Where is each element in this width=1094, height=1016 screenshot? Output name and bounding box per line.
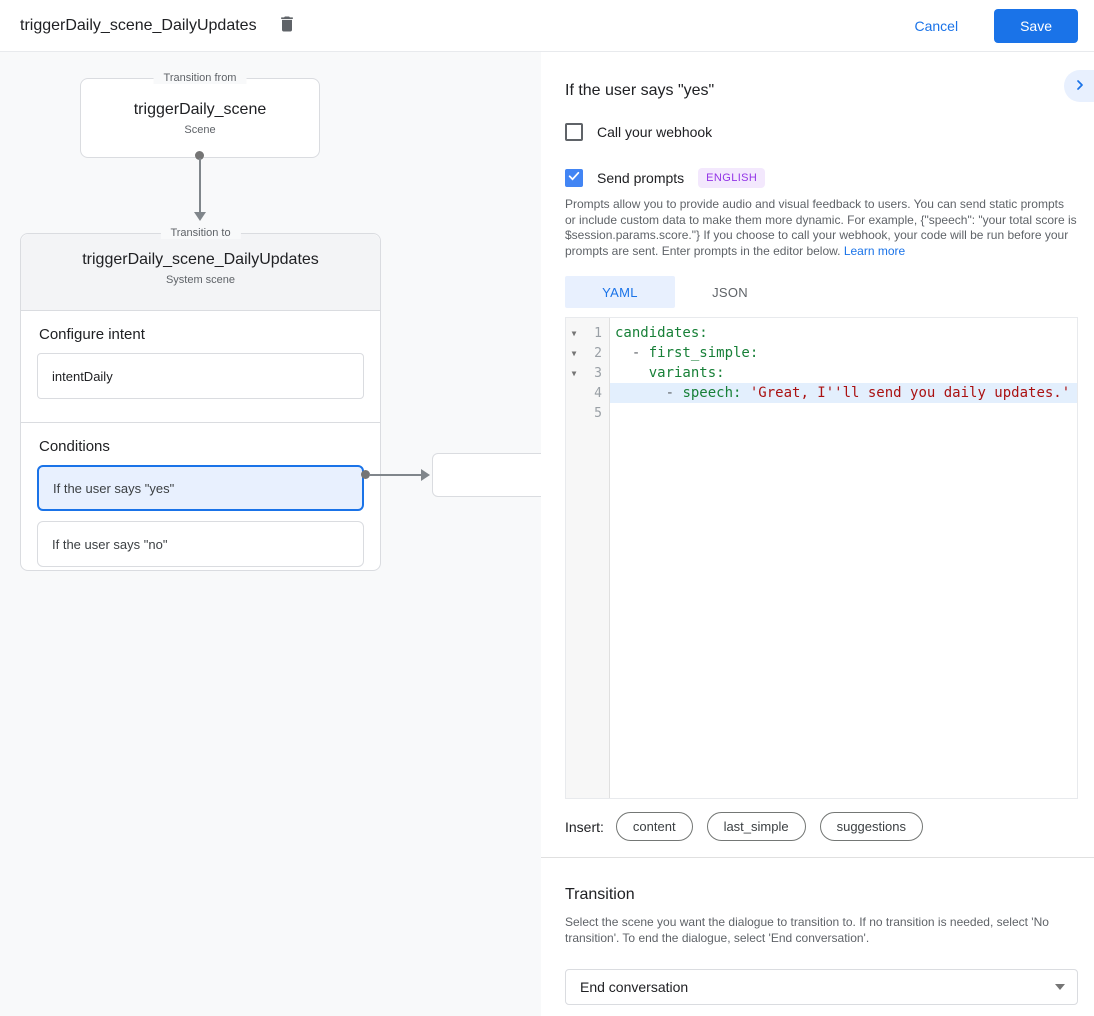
send-prompts-checkbox[interactable] <box>565 169 583 187</box>
transition-to-node: Transition to triggerDaily_scene_DailyUp… <box>20 227 381 571</box>
code-token-plain <box>615 365 649 381</box>
editor-format-tabs: YAML JSON <box>565 276 1094 308</box>
line-number: 5 <box>594 405 602 421</box>
webhook-row: Call your webhook <box>565 123 1094 141</box>
gutter-row: ▼3 <box>566 363 609 383</box>
code-line[interactable]: candidates: <box>610 323 1077 343</box>
insert-chip-last_simple[interactable]: last_simple <box>706 812 806 841</box>
line-number: 4 <box>594 385 602 401</box>
condition-item[interactable]: If the user says "yes" <box>37 465 364 511</box>
connector-line <box>199 158 201 213</box>
top-bar: triggerDaily_scene_DailyUpdates Cancel S… <box>0 0 1094 52</box>
save-button[interactable]: Save <box>994 8 1078 43</box>
chevron-right-icon <box>1072 77 1088 96</box>
scene-diagram-canvas: Transition from triggerDaily_scene Scene… <box>0 52 541 1016</box>
insert-row: Insert: content last_simple suggestions <box>565 812 1094 841</box>
code-line[interactable]: - first_simple: <box>610 343 1077 363</box>
page-title: triggerDaily_scene_DailyUpdates <box>20 16 257 34</box>
fold-arrow-icon[interactable]: ▼ <box>571 348 577 358</box>
line-number: 3 <box>594 365 602 381</box>
transition-description: Select the scene you want the dialogue t… <box>565 915 1049 945</box>
trash-icon <box>277 14 297 37</box>
code-line[interactable]: variants: <box>610 363 1077 383</box>
editor-code-area[interactable]: candidates: - first_simple: variants: - … <box>610 318 1077 798</box>
transition-from-node[interactable]: Transition from triggerDaily_scene Scene <box>80 72 320 158</box>
insert-chips: content last_simple suggestions <box>615 812 937 841</box>
call-webhook-label: Call your webhook <box>597 124 713 140</box>
configure-intent-heading: Configure intent <box>39 326 145 343</box>
to-scene-subtitle: System scene <box>165 274 236 286</box>
transition-select[interactable]: End conversation <box>565 969 1078 1005</box>
prompts-description-text: Prompts allow you to provide audio and v… <box>565 197 1077 258</box>
transition-from-legend: Transition from <box>153 72 247 84</box>
transition-heading: Transition <box>565 886 635 903</box>
condition-connector-arrowhead-right <box>421 469 430 481</box>
to-scene-title: triggerDaily_scene_DailyUpdates <box>82 251 319 268</box>
code-token-key: first_simple: <box>648 345 759 361</box>
tab-json[interactable]: JSON <box>712 284 748 300</box>
cancel-button[interactable]: Cancel <box>902 10 970 42</box>
insert-chip-content[interactable]: content <box>615 812 693 841</box>
line-number: 2 <box>594 345 602 361</box>
from-scene-title: triggerDaily_scene <box>133 101 267 118</box>
conditions-list: If the user says "yes" If the user says "… <box>21 465 380 567</box>
gutter-row: ▼2 <box>566 343 609 363</box>
send-prompts-label: Send prompts <box>597 170 685 186</box>
code-line[interactable] <box>610 403 1077 423</box>
condition-item[interactable]: If the user says "no" <box>37 521 364 567</box>
code-token-punct: - <box>631 345 649 361</box>
intent-field[interactable]: intentDaily <box>37 353 364 399</box>
dropdown-caret-icon <box>1055 984 1065 990</box>
section-divider <box>21 422 380 423</box>
conditions-heading: Conditions <box>39 438 110 455</box>
fold-arrow-icon[interactable]: ▼ <box>571 368 577 378</box>
line-number: 1 <box>594 325 602 341</box>
to-scene-header[interactable]: triggerDaily_scene_DailyUpdates System s… <box>21 234 380 311</box>
code-token-string: 'Great, I''ll send you daily updates.' <box>749 385 1071 401</box>
code-token-key: variants: <box>648 365 725 381</box>
learn-more-link[interactable]: Learn more <box>843 243 906 258</box>
collapse-panel-button[interactable] <box>1064 70 1094 102</box>
code-line[interactable]: - speech: 'Great, I''ll send you daily u… <box>610 383 1077 403</box>
code-token-plain <box>615 345 632 361</box>
from-scene-subtitle: Scene <box>184 124 216 136</box>
insert-label: Insert: <box>565 818 604 835</box>
insert-chip-suggestions[interactable]: suggestions <box>819 812 923 841</box>
code-token-punct: - <box>665 385 683 401</box>
condition-target-node[interactable] <box>432 453 541 497</box>
panel-divider <box>541 857 1094 858</box>
fold-arrow-icon[interactable]: ▼ <box>571 328 577 338</box>
gutter-row: ▼1 <box>566 323 609 343</box>
gutter-row: 5 <box>566 403 609 423</box>
gutter-row: 4 <box>566 383 609 403</box>
condition-connector-line <box>369 474 422 476</box>
connector-dot <box>195 151 204 160</box>
transition-select-value: End conversation <box>580 979 689 995</box>
delete-scene-button[interactable] <box>273 12 301 40</box>
transition-to-legend: Transition to <box>160 227 241 239</box>
condition-connector-dot <box>361 470 370 479</box>
prompts-description: Prompts allow you to provide audio and v… <box>565 197 1077 259</box>
language-badge: ENGLISH <box>698 168 766 188</box>
code-token-key: speech: <box>682 385 750 401</box>
condition-heading: If the user says "yes" <box>565 82 715 99</box>
call-webhook-checkbox[interactable] <box>565 123 583 141</box>
condition-detail-panel: If the user says "yes" Call your webhook… <box>541 52 1094 1016</box>
code-token-plain <box>615 385 666 401</box>
checkmark-icon <box>567 169 581 188</box>
connector-arrowhead-down <box>194 212 206 221</box>
tab-yaml[interactable]: YAML <box>565 276 675 308</box>
code-token-key: candidates: <box>615 325 708 341</box>
send-prompts-row: Send prompts ENGLISH <box>565 168 1094 188</box>
